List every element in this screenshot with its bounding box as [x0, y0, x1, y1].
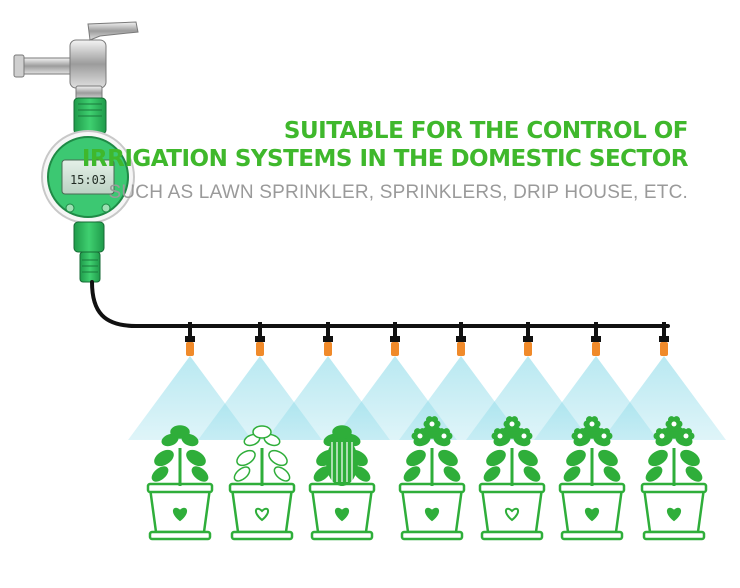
irrigation-hose [90, 280, 670, 328]
headline-line-2: IRRIGATION SYSTEMS IN THE DOMESTIC SECTO… [81, 146, 689, 172]
plant-pot [146, 425, 214, 541]
sprinkler-nozzle [390, 322, 400, 356]
water-tap [13, 21, 139, 101]
mist-cone [602, 356, 726, 440]
sprinkler-nozzle [255, 322, 265, 356]
headline-subtitle: SUCH AS LAWN SPRINKLER, SPRINKLERS, DRIP… [108, 182, 688, 203]
lcd-screen [61, 159, 115, 195]
plant-pot [558, 416, 626, 541]
plant-pot [228, 425, 296, 541]
heart-icon [585, 507, 599, 522]
plant-pot [398, 416, 466, 541]
heart-icon [335, 507, 349, 522]
heart-icon [667, 507, 681, 522]
plant-pot [308, 425, 376, 541]
heart-icon [425, 507, 439, 522]
sprinkler-nozzle [185, 322, 195, 356]
timer-button-right [101, 203, 111, 213]
water-timer: 15:03 [41, 97, 135, 283]
sprinkler-nozzle [659, 322, 669, 356]
sprinkler-nozzles [185, 322, 669, 356]
timer-display: 15:03 [70, 173, 106, 187]
plant-pots [146, 416, 708, 541]
heart-icon [505, 507, 519, 522]
heart-icon [255, 507, 269, 522]
headline-line-1: SUITABLE FOR THE CONTROL OF [283, 118, 689, 144]
plant-pot [478, 416, 546, 541]
sprinkler-nozzle [591, 322, 601, 356]
spray-mist [128, 356, 726, 440]
sprinkler-nozzle [523, 322, 533, 356]
sprinkler-nozzle [323, 322, 333, 356]
sprinkler-nozzle [456, 322, 466, 356]
heart-icon [173, 507, 187, 522]
plant-pot [640, 416, 708, 541]
timer-button-left [65, 203, 75, 213]
